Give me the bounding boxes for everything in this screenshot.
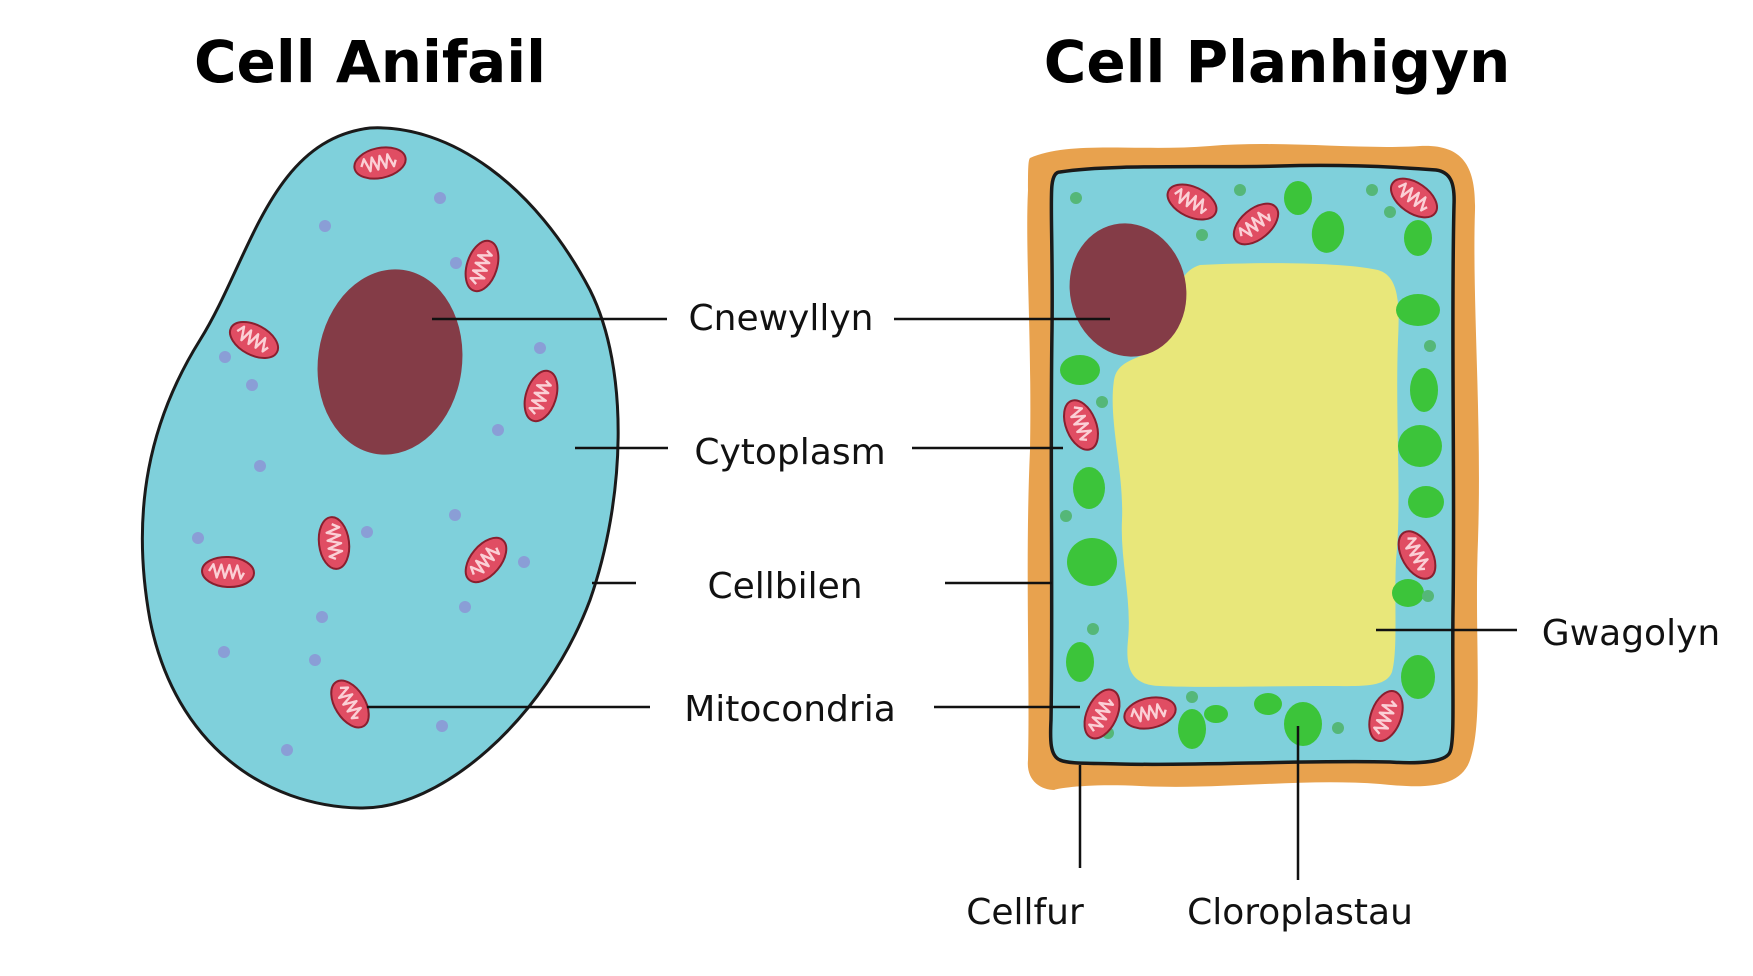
label-vacuole: Gwagolyn bbox=[1542, 613, 1720, 654]
plant-chloroplasts bbox=[1060, 181, 1444, 749]
label-cell-wall: Cellfur bbox=[966, 892, 1084, 933]
label-mitochondria: Mitocondria bbox=[684, 689, 896, 730]
label-cell-membrane: Cellbilen bbox=[707, 566, 862, 607]
plant-vacuole bbox=[1112, 263, 1399, 687]
plant-cell bbox=[1027, 144, 1479, 790]
label-cytoplasm: Cytoplasm bbox=[694, 432, 885, 473]
animal-granules bbox=[192, 192, 546, 756]
leader-lines bbox=[367, 317, 1517, 880]
animal-nucleus bbox=[317, 269, 463, 455]
plant-nucleus bbox=[1069, 223, 1187, 357]
animal-cell bbox=[140, 126, 620, 810]
plant-cell-title: Cell Planhigyn bbox=[1044, 28, 1510, 96]
animal-cell-membrane bbox=[140, 126, 620, 810]
animal-cell-title: Cell Anifail bbox=[194, 28, 546, 96]
label-nucleus: Cnewyllyn bbox=[689, 298, 874, 339]
label-chloroplasts: Cloroplastau bbox=[1187, 892, 1413, 933]
